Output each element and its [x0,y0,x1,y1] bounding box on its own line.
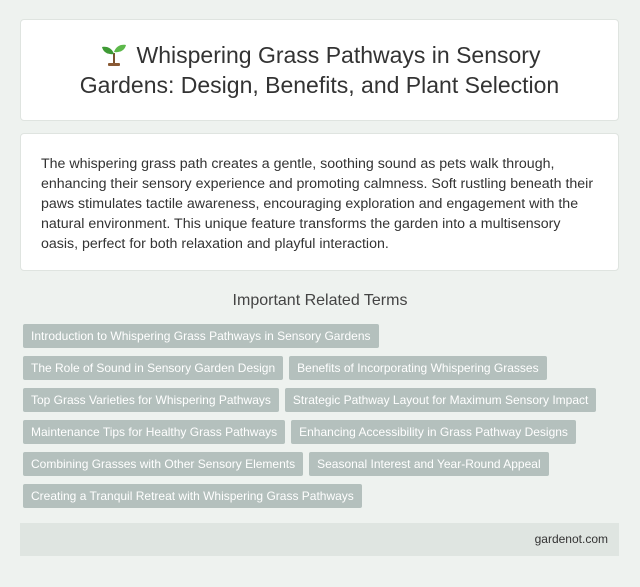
title-card: Whispering Grass Pathways in Sensory Gar… [20,19,619,121]
related-term-tag[interactable]: Creating a Tranquil Retreat with Whisper… [23,484,362,508]
page-title: Whispering Grass Pathways in Sensory Gar… [60,40,580,100]
description-card: The whispering grass path creates a gent… [20,133,619,271]
footer-site-link[interactable]: gardenot.com [534,532,608,546]
related-term-tag[interactable]: Enhancing Accessibility in Grass Pathway… [291,420,576,444]
tag-row: The Role of Sound in Sensory Garden Desi… [23,356,623,388]
tag-row: Introduction to Whispering Grass Pathway… [23,324,623,356]
related-term-tag[interactable]: Top Grass Varieties for Whispering Pathw… [23,388,279,412]
related-terms-list: Introduction to Whispering Grass Pathway… [23,324,623,516]
sprout-icon [101,44,126,66]
tag-row: Creating a Tranquil Retreat with Whisper… [23,484,623,516]
related-term-tag[interactable]: The Role of Sound in Sensory Garden Desi… [23,356,284,380]
tag-row: Maintenance Tips for Healthy Grass Pathw… [23,420,623,452]
tag-row: Combining Grasses with Other Sensory Ele… [23,452,623,484]
related-terms-heading: Important Related Terms [232,292,408,309]
related-term-tag[interactable]: Maintenance Tips for Healthy Grass Pathw… [23,420,286,444]
title-text: Whispering Grass Pathways in Sensory Gar… [79,42,560,98]
tag-row: Top Grass Varieties for Whispering Pathw… [23,388,623,420]
related-term-tag[interactable]: Seasonal Interest and Year-Round Appeal [309,452,549,476]
related-term-tag[interactable]: Strategic Pathway Layout for Maximum Sen… [284,388,597,412]
footer: gardenot.com [20,523,619,556]
related-term-tag[interactable]: Benefits of Incorporating Whispering Gra… [289,356,547,380]
description-text: The whispering grass path creates a gent… [41,156,594,252]
related-term-tag[interactable]: Combining Grasses with Other Sensory Ele… [23,452,304,476]
related-term-tag[interactable]: Introduction to Whispering Grass Pathway… [23,324,379,348]
